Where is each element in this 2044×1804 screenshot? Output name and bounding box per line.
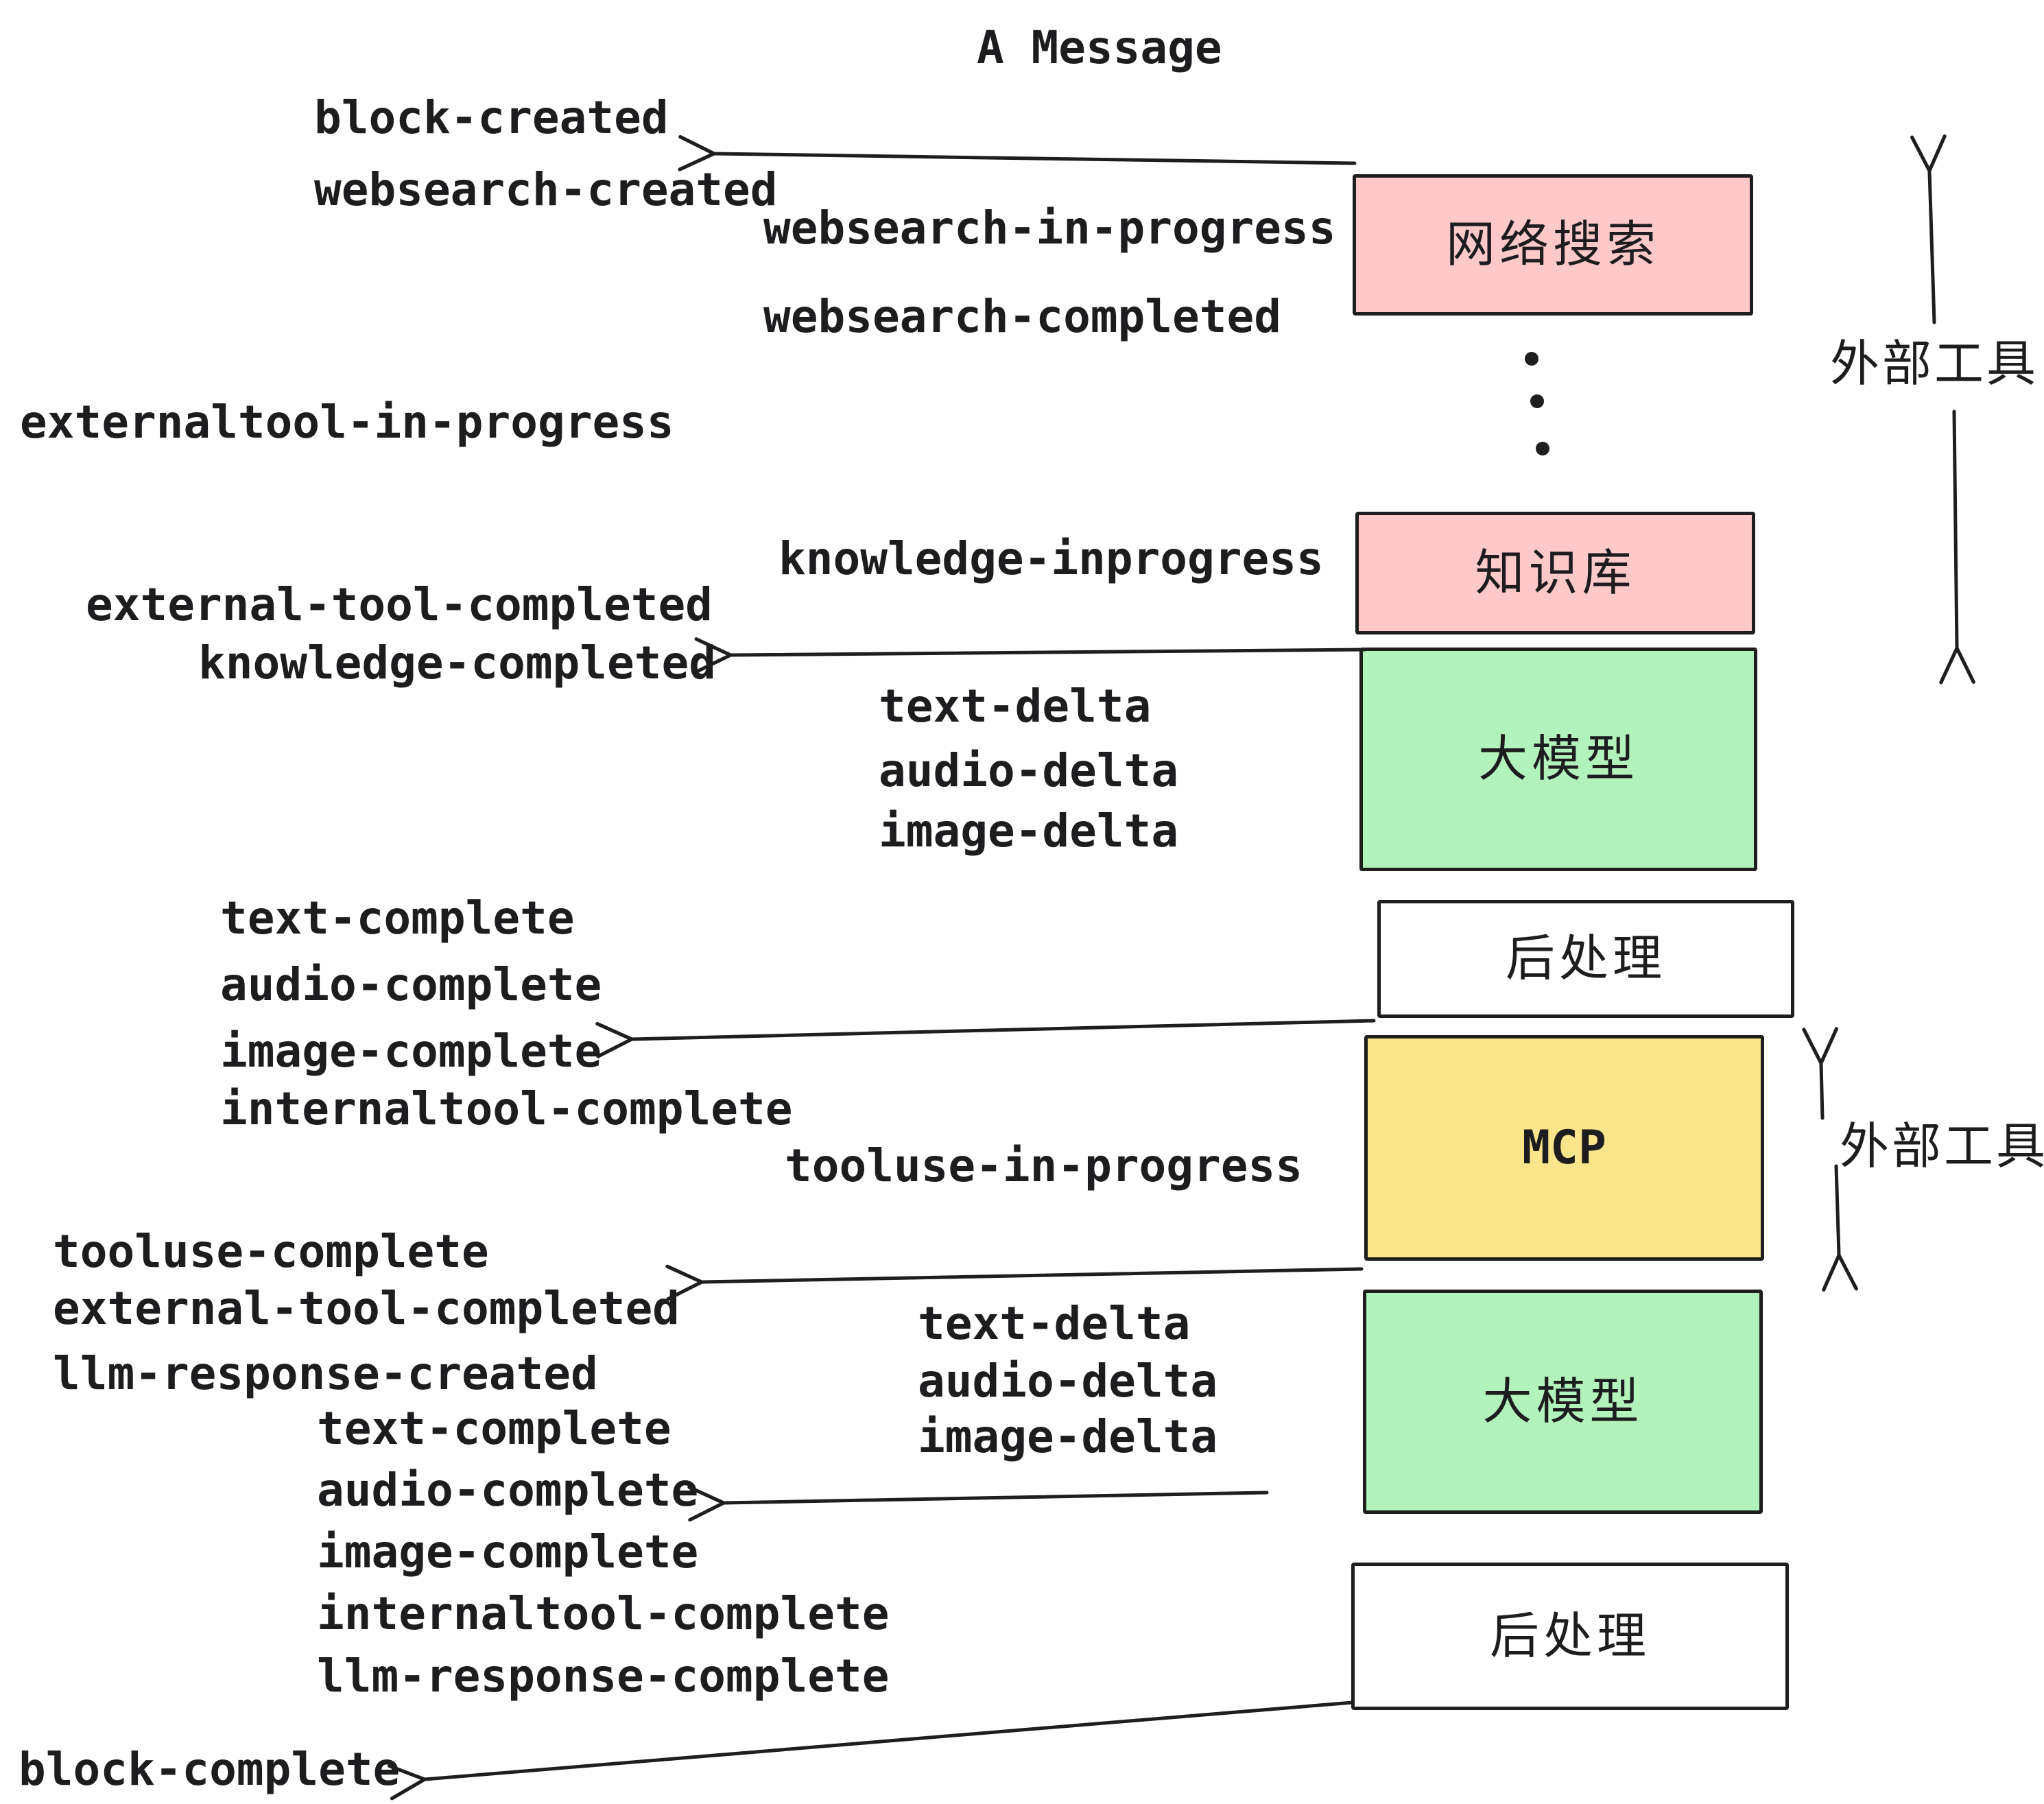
event-label-knowledge-completed: knowledge-completed xyxy=(198,637,716,689)
event-label-audio-delta-2: audio-delta xyxy=(918,1355,1218,1408)
box-postprocess-1: 后处理 xyxy=(1377,900,1794,1018)
event-label-websearch-completed: websearch-completed xyxy=(763,290,1281,343)
arrow-to-knowledge-completed xyxy=(694,637,1367,674)
event-label-text-delta-2: text-delta xyxy=(918,1297,1191,1350)
event-label-image-complete-1: image-complete xyxy=(220,1025,602,1078)
event-label-llm-response-complete: llm-response-complete xyxy=(317,1650,890,1702)
ellipsis-dot-1 xyxy=(1525,352,1538,366)
event-label-audio-complete-1: audio-complete xyxy=(220,958,602,1011)
external-tools-up-arrow-top xyxy=(1910,134,1947,324)
arrow-to-audio-complete xyxy=(687,1485,1269,1522)
external-tools-up-arrow-bottom xyxy=(1802,1027,1839,1120)
box-websearch-label: 网络搜索 xyxy=(1445,217,1660,272)
event-label-websearch-in-progress: websearch-in-progress xyxy=(763,202,1336,254)
event-label-externaltool-in-progress: externaltool-in-progress xyxy=(20,396,674,449)
box-llm-1: 大模型 xyxy=(1359,648,1757,871)
external-tools-label-top: 外部工具 xyxy=(1830,337,2039,392)
event-label-image-complete-2: image-complete xyxy=(317,1526,699,1578)
ellipsis-dot-2 xyxy=(1530,394,1544,408)
box-mcp-label: MCP xyxy=(1522,1120,1606,1175)
arrow-to-block-created xyxy=(678,134,1357,171)
box-knowledge: 知识库 xyxy=(1355,512,1755,634)
external-tools-down-arrow-top xyxy=(1939,410,1975,685)
diagram-title: A Message xyxy=(977,21,1222,74)
event-label-external-tool-completed-2: external-tool-completed xyxy=(53,1282,680,1335)
box-llm-2-label: 大模型 xyxy=(1482,1374,1643,1429)
box-websearch: 网络搜索 xyxy=(1353,174,1753,316)
event-label-knowledge-inprogress: knowledge-inprogress xyxy=(779,532,1324,585)
event-label-internaltool-complete-1: internaltool-complete xyxy=(220,1082,793,1135)
box-mcp: MCP xyxy=(1364,1035,1764,1261)
event-label-text-complete-2: text-complete xyxy=(317,1402,672,1455)
box-postprocess-2-label: 后处理 xyxy=(1489,1609,1650,1664)
event-label-image-delta-2: image-delta xyxy=(918,1410,1218,1463)
event-label-internaltool-complete-2: internaltool-complete xyxy=(317,1587,890,1640)
event-label-audio-complete-2: audio-complete xyxy=(317,1464,699,1517)
external-tools-down-arrow-bottom xyxy=(1822,1164,1858,1292)
event-label-block-created: block-created xyxy=(314,91,669,144)
event-label-block-complete: block-complete xyxy=(19,1743,401,1796)
arrow-to-tooluse-complete xyxy=(665,1264,1364,1301)
external-tools-label-bottom: 外部工具 xyxy=(1840,1119,2044,1174)
event-label-tooluse-in-progress: tooluse-in-progress xyxy=(785,1139,1303,1192)
box-llm-1-label: 大模型 xyxy=(1477,732,1639,787)
event-label-text-complete-1: text-complete xyxy=(220,892,575,945)
box-postprocess-1-label: 后处理 xyxy=(1505,931,1666,986)
event-label-image-delta-1: image-delta xyxy=(879,805,1179,857)
arrow-to-block-complete xyxy=(387,1700,1355,1801)
event-label-audio-delta-1: audio-delta xyxy=(879,744,1179,797)
box-knowledge-label: 知识库 xyxy=(1475,545,1636,601)
arrow-to-image-complete xyxy=(595,1019,1376,1058)
event-label-websearch-created: websearch-created xyxy=(314,163,778,216)
ellipsis-dot-3 xyxy=(1536,442,1549,455)
box-postprocess-2: 后处理 xyxy=(1351,1563,1789,1710)
box-llm-2: 大模型 xyxy=(1363,1290,1763,1514)
event-label-llm-response-created: llm-response-created xyxy=(53,1347,598,1400)
event-label-text-delta-1: text-delta xyxy=(879,680,1152,733)
event-label-external-tool-completed: external-tool-completed xyxy=(86,578,713,631)
event-label-tooluse-complete: tooluse-complete xyxy=(53,1225,489,1278)
